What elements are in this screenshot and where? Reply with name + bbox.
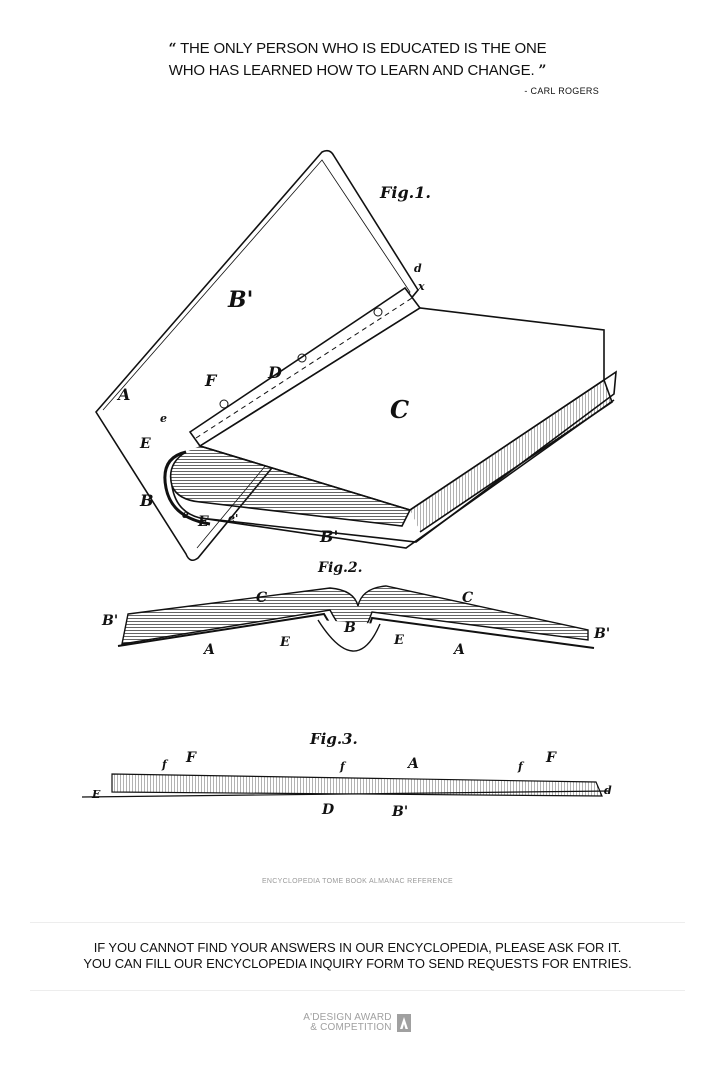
- fig3-title: Fig.3.: [309, 730, 358, 748]
- fig1-label-e-bottom-large: E: [197, 514, 209, 530]
- award-logo-icon: [396, 1014, 411, 1032]
- fig1-label-c: C: [390, 395, 409, 424]
- figure-1-drawing: [95, 149, 617, 562]
- fig1-label-d-small: d: [414, 262, 422, 275]
- fig1-title: Fig.1.: [379, 183, 431, 202]
- divider-bottom: [30, 990, 685, 991]
- fig1-label-f: F: [204, 371, 218, 390]
- fig2-label-e-left: E: [279, 635, 291, 650]
- brand-text: A'DESIGN AWARD & COMPETITION: [303, 1013, 391, 1033]
- open-quote-mark: “: [168, 41, 177, 57]
- fig3-label-D: D: [321, 802, 335, 818]
- fig2-label-c-left: C: [256, 590, 267, 606]
- fig2-label-bprime-left: B': [101, 613, 118, 629]
- quote-line-1: “ THE ONLY PERSON WHO IS EDUCATED IS THE…: [0, 38, 715, 60]
- divider-top: [30, 922, 685, 923]
- fig3-label-f-mid: f: [339, 760, 347, 773]
- figure-3-drawing: [81, 773, 611, 798]
- fig1-label-bprime: B': [227, 287, 253, 313]
- fig3-label-bprime: B': [391, 804, 408, 820]
- fig3-label-e: E: [91, 788, 101, 801]
- brand-logo: A'DESIGN AWARD & COMPETITION: [0, 1013, 715, 1033]
- brand-line-2: & COMPETITION: [310, 1022, 392, 1033]
- quote-block: “ THE ONLY PERSON WHO IS EDUCATED IS THE…: [0, 38, 715, 82]
- fig3-label-a: A: [406, 756, 419, 772]
- quote-line-2: WHO HAS LEARNED HOW TO LEARN AND CHANGE.…: [0, 60, 715, 82]
- fig1-label-e-bottom: e: [182, 508, 189, 521]
- fig1-label-a: A: [116, 385, 130, 404]
- illustration-caption: ENCYCLOPEDIA TOME BOOK ALMANAC REFERENCE: [261, 878, 454, 885]
- footer-line-1: IF YOU CANNOT FIND YOUR ANSWERS IN OUR E…: [93, 940, 622, 955]
- fig3-label-f-left: f: [161, 758, 169, 771]
- brand-line-1: A'DESIGN AWARD: [303, 1012, 392, 1023]
- quote-text-2: WHO HAS LEARNED HOW TO LEARN AND CHANGE.: [168, 62, 535, 79]
- fig2-title: Fig.2.: [317, 560, 363, 576]
- fig1-label-bprime-bottom: B': [319, 527, 338, 546]
- patent-illustration: Fig.1. B' C D F A d x e E B e E e' B' Fi…: [81, 149, 617, 820]
- footer-line-2: YOU CAN FILL OUR ENCYCLOPEDIA INQUIRY FO…: [83, 956, 632, 971]
- fig2-label-c-right: C: [462, 590, 473, 606]
- fig1-label-b: B: [139, 491, 154, 510]
- quote-author: - CARL ROGERS: [524, 86, 599, 96]
- fig1-label-e-large: E: [139, 436, 151, 452]
- figure-2-drawing: [117, 585, 595, 652]
- fig3-label-f-right: f: [517, 760, 525, 773]
- fig3-label-Fbig-left: F: [185, 750, 197, 766]
- fig1-label-eprime: e': [228, 512, 238, 525]
- fig1-label-x: x: [417, 280, 425, 293]
- fig2-label-e-right: E: [393, 633, 405, 648]
- fig3-label-Fbig-right: F: [545, 750, 557, 766]
- fig2-label-bprime-right: B': [593, 626, 610, 642]
- close-quote-mark: ”: [538, 63, 547, 79]
- fig2-label-a-right: A: [452, 642, 465, 658]
- fig3-label-d: d: [604, 784, 612, 797]
- fig2-label-b: B: [343, 620, 356, 636]
- fig1-label-d: D: [267, 363, 282, 382]
- quote-text-1: THE ONLY PERSON WHO IS EDUCATED IS THE O…: [180, 40, 547, 57]
- footer-message: IF YOU CANNOT FIND YOUR ANSWERS IN OUR E…: [0, 940, 715, 972]
- fig1-label-e: e: [160, 412, 167, 425]
- fig2-label-a-left: A: [202, 642, 215, 658]
